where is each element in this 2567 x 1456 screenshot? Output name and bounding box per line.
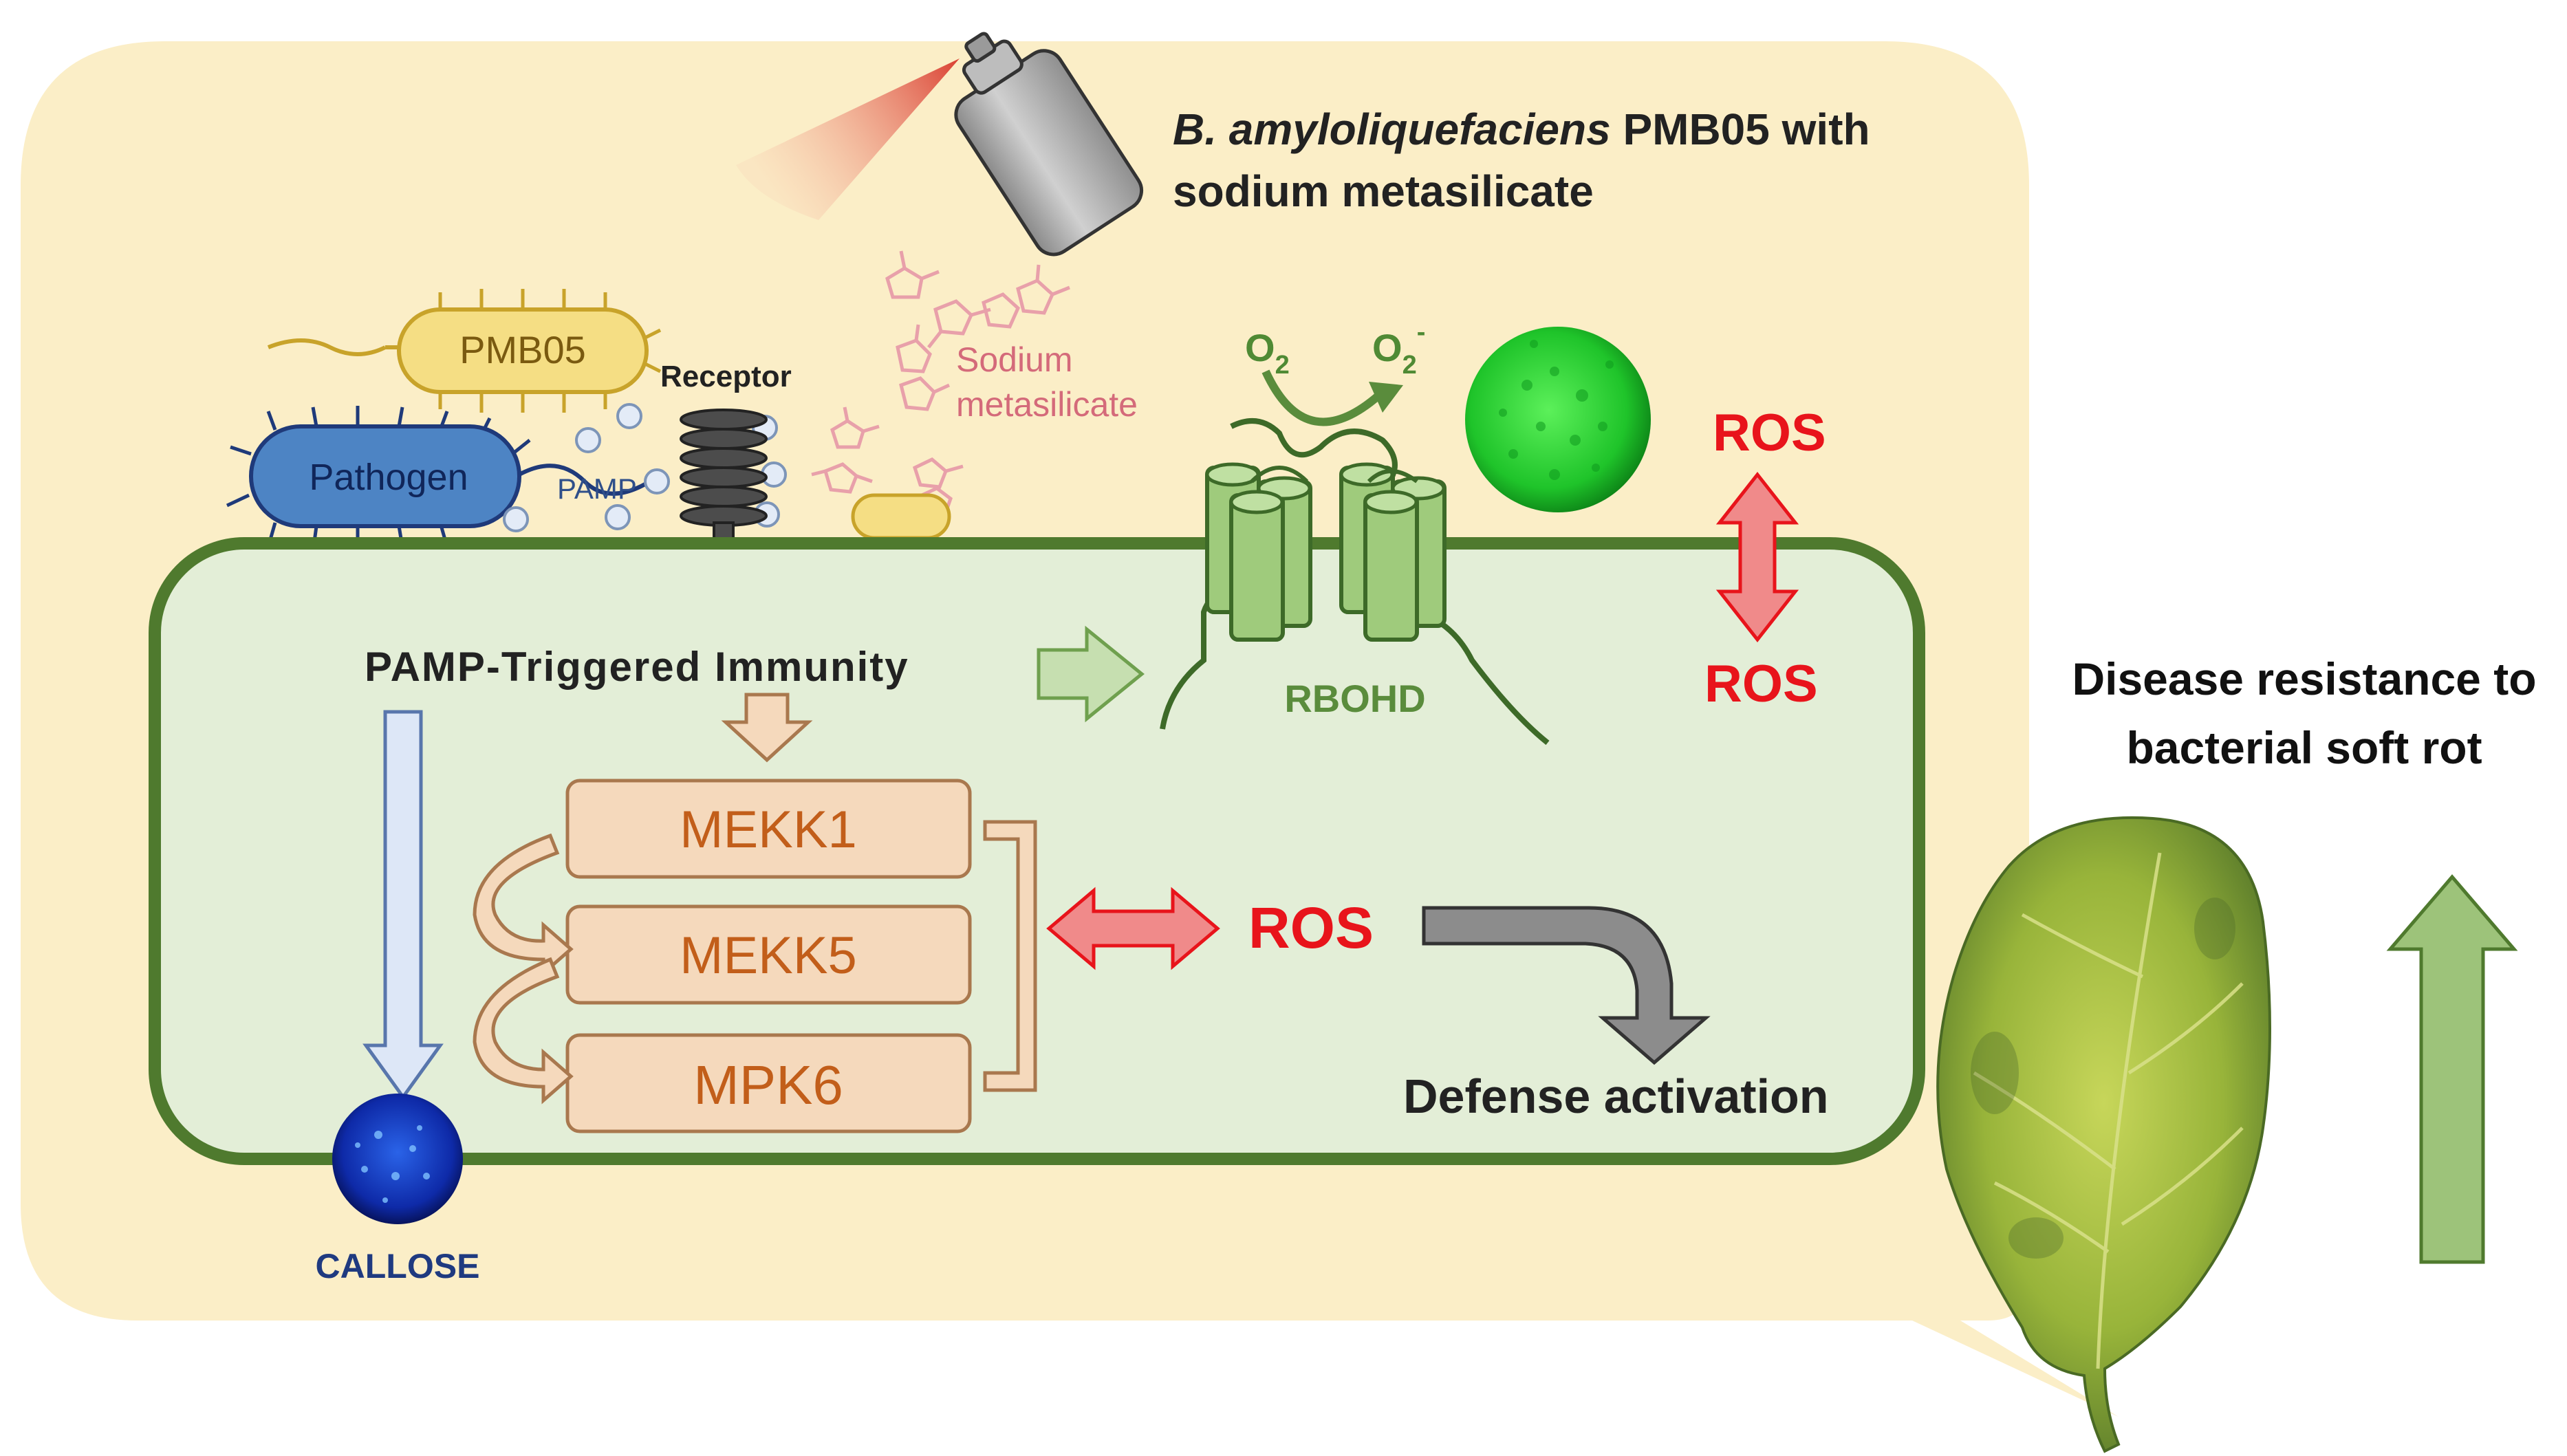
pti-label: PAMP-Triggered Immunity [365,644,909,690]
kinase-bracket [983,820,1037,1092]
o2-minus-superscript: - [1417,318,1426,347]
spray-can-icon [736,32,1144,257]
pmb05-small-bacterium [851,493,951,540]
mekk1-label: MEKK1 [680,801,857,859]
defense-activation-label: Defense activation [1403,1069,1829,1123]
o2-subscript: 2 [1275,351,1290,380]
ros-double-arrow-vertical [1715,471,1799,643]
rbohd-protein [1160,418,1550,746]
o2-text: O [1245,326,1275,369]
treatment-title: B. amyloliquefaciens PMB05 with [1173,105,1870,154]
ros-double-arrow-horizontal [1046,887,1220,970]
mekk1-box [565,779,972,879]
mekk5-box [565,904,972,1005]
pmb05-bacterium [267,289,662,413]
ros-inside-label: ROS [1704,655,1818,713]
mekk5-label: MEKK5 [680,926,857,985]
superoxide-arrow [1261,369,1403,426]
o2-minus-text: O [1372,326,1402,369]
pmb05-label: PMB05 [459,328,586,371]
mpk6-box [565,1033,972,1133]
pathogen-label: Pathogen [309,457,468,498]
ros-outside-label: ROS [1713,404,1826,462]
o2-minus-label: O2- [1372,318,1425,380]
resistance-up-arrow [2386,874,2518,1264]
o2-label: O2 [1245,326,1290,380]
leaf-image [1936,816,2271,1453]
receptor-label: Receptor [660,360,792,393]
ros-fluorescence-image [1465,327,1651,512]
kinase-cascade-arrows [473,833,574,1105]
ros-center-label: ROS [1248,895,1374,960]
mpk6-label: MPK6 [693,1054,843,1116]
pamp-label: PAMP [557,472,637,505]
rbohd-label: RBOHD [1284,677,1425,720]
title-rest: PMB05 with [1611,105,1870,154]
sodium-label-line1: Sodium [956,340,1073,379]
sodium-metasilicate-molecules [811,250,1070,514]
callose-image [332,1094,463,1224]
pti-to-rbohd-arrow [1037,625,1145,723]
title-species: B. amyloliquefaciens [1173,105,1611,154]
pti-to-callose-arrow [362,710,444,1100]
callose-label: CALLOSE [316,1247,480,1285]
disease-resistance-line1: Disease resistance to [2072,653,2536,704]
ros-to-defense-arrow [1422,906,1711,1065]
o2-minus-subscript: 2 [1402,351,1417,380]
pti-to-mekk1-arrow [721,693,813,763]
treatment-title-line2: sodium metasilicate [1173,166,1594,216]
disease-resistance-line2: bacterial soft rot [2126,722,2482,773]
sodium-label-line2: metasilicate [956,385,1138,424]
